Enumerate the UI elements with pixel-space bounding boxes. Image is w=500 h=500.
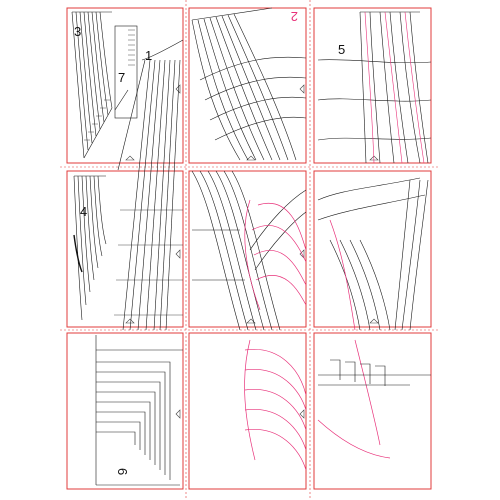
tile-3-1: [66, 332, 184, 490]
piece-1-ticks: [114, 209, 183, 316]
piece-number-3: 3: [74, 24, 81, 39]
piece-4-bold-curve: [73, 234, 83, 273]
piece-number-1: 1: [145, 48, 152, 63]
bottom-right-steps: [318, 359, 431, 386]
tile-2-2: [188, 170, 307, 328]
cut-guides: [60, 0, 440, 500]
piece-3-ticks: [84, 99, 110, 141]
center-curves: [191, 170, 307, 331]
piece-2-lines: [191, 7, 307, 161]
tile-1-1: [66, 7, 184, 164]
piece-number-7: 7: [118, 70, 125, 85]
center-pink-curves: [244, 199, 307, 471]
piece-number-5: 5: [338, 42, 345, 57]
right-curves: [317, 177, 429, 331]
piece-4-lines: [73, 175, 107, 321]
piece-3-lines: [71, 11, 113, 159]
tile-grid: [66, 7, 432, 490]
piece-6-lines: [95, 335, 183, 486]
tile-1-2: [188, 7, 307, 164]
tile-3-3: [313, 332, 432, 490]
piece-number-6: 6: [115, 468, 130, 475]
tile-1-3: [313, 7, 432, 164]
piece-number-4: 4: [80, 204, 87, 219]
tile-3-2: [188, 332, 307, 490]
tile-2-3: [313, 170, 432, 328]
right-pink-curves: [317, 219, 391, 459]
piece-number-2: 2: [291, 9, 298, 24]
piece-7-ticks: [128, 29, 135, 66]
piece-1-lines: [117, 39, 184, 331]
piece-5-lines: [317, 11, 432, 164]
piece-7-block: [114, 25, 138, 119]
piece-5-pink-lines: [364, 11, 425, 164]
tile-2-1: [66, 170, 184, 328]
